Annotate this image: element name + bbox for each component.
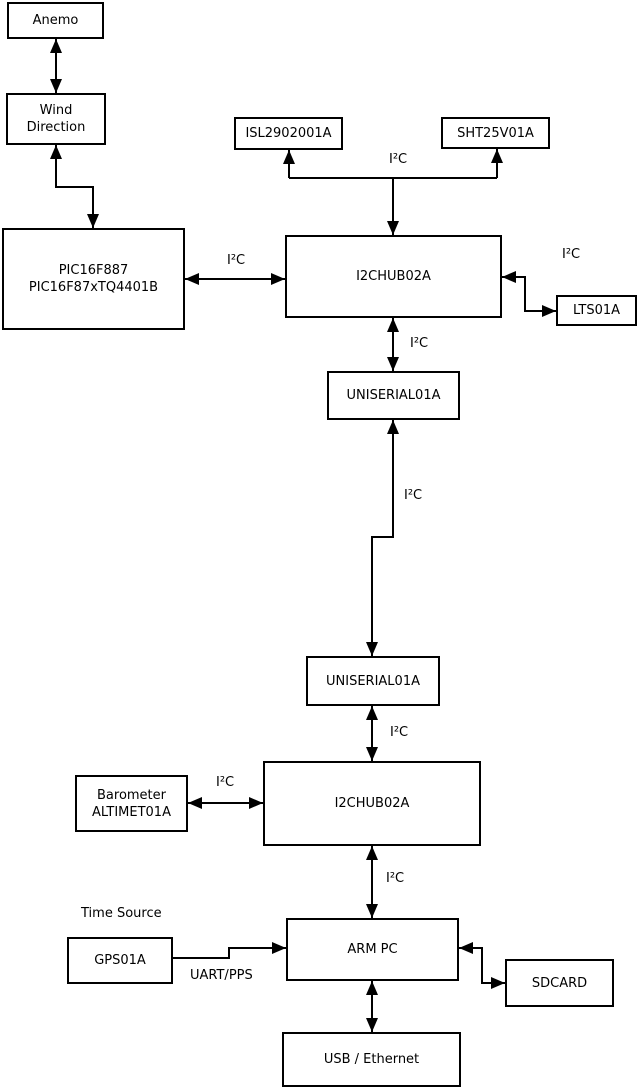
node-uniserial01a-bottom: UNISERIAL01A: [306, 656, 440, 706]
label-i2c-uniserial-hub2: I²C: [390, 725, 409, 740]
label-i2c-hub-uniserial: I²C: [410, 336, 429, 351]
node-usb-ethernet: USB / Ethernet: [282, 1032, 461, 1087]
node-sdcard: SDCARD: [505, 959, 614, 1007]
node-lts01a: LTS01A: [556, 295, 637, 326]
label-i2c-barometer-hub2: I²C: [216, 775, 235, 790]
label-i2c-pic-hub: I²C: [227, 253, 246, 268]
edge-winddirection-pic: [50, 145, 99, 228]
node-gps01a: GPS01A: [67, 937, 173, 984]
edge-i2chub-lts: [502, 271, 556, 317]
edge-gps-armpc: [173, 942, 286, 959]
node-isl2902001a: ISL2902001A: [234, 117, 343, 150]
label-uart-pps: UART/PPS: [190, 968, 253, 983]
node-anemo: Anemo: [7, 2, 104, 39]
label-i2c-hub-lts: I²C: [562, 247, 581, 262]
label-i2c-long-link: I²C: [404, 488, 423, 503]
label-i2c-sensors-top: I²C: [389, 152, 408, 167]
label-time-source: Time Source: [81, 906, 162, 921]
node-barometer-altimet01a: Barometer ALTIMET01A: [75, 775, 188, 832]
edge-uniserial-uniserial: [366, 420, 399, 656]
node-arm-pc: ARM PC: [286, 918, 459, 981]
node-i2chub02a-bottom: I2CHUB02A: [263, 761, 481, 846]
node-sht25v01a: SHT25V01A: [441, 117, 550, 149]
node-wind-direction: Wind Direction: [6, 93, 106, 145]
node-pic16f887: PIC16F887 PIC16F87xTQ4401B: [2, 228, 185, 330]
edge-armpc-sdcard: [459, 942, 505, 989]
node-i2chub02a-top: I2CHUB02A: [285, 235, 502, 318]
label-i2c-hub2-armpc: I²C: [386, 871, 405, 886]
node-uniserial01a-top: UNISERIAL01A: [327, 371, 460, 420]
